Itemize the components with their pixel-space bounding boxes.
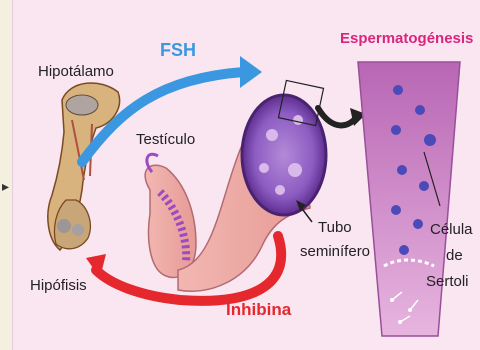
label-celula: Célula [430, 222, 473, 237]
label-testiculo: Testículo [136, 132, 195, 147]
label-fsh: FSH [160, 40, 196, 61]
label-tubo: Tubo [318, 220, 352, 235]
label-sertoli: Sertoli [426, 274, 469, 289]
label-espermatogenesis: Espermatogénesis [340, 30, 473, 47]
spermatogenesis-panel [358, 62, 460, 336]
label-seminifero: seminífero [300, 244, 370, 259]
fsh-arrowhead [240, 56, 262, 88]
label-de: de [446, 248, 463, 263]
label-hipotalamo: Hipotálamo [38, 64, 114, 79]
zoom-pointer [318, 108, 356, 125]
label-hipofisis: Hipófisis [30, 278, 87, 293]
label-inhibina: Inhibina [226, 300, 291, 320]
tubule-cross-section [242, 80, 326, 215]
arrow-right-icon: ▸ [2, 178, 9, 195]
